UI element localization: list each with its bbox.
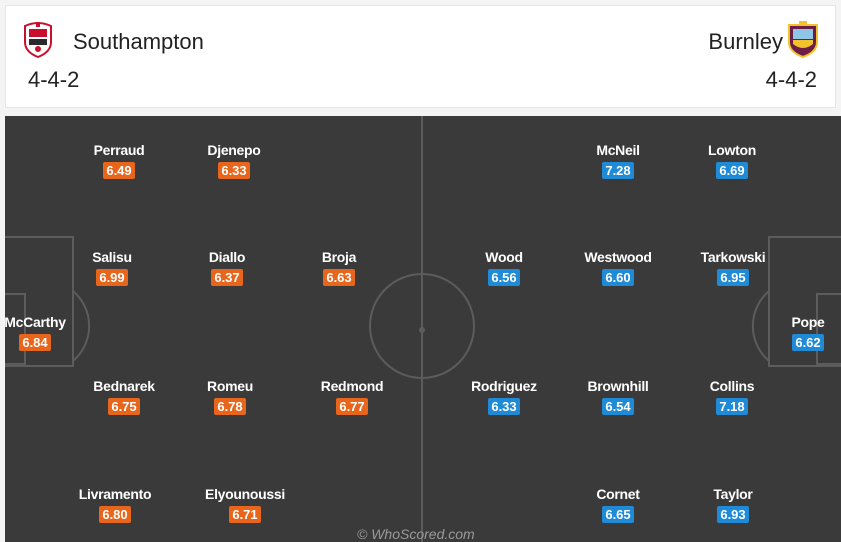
player-name: Livramento — [78, 486, 152, 502]
home-team-name[interactable]: Southampton — [73, 29, 204, 54]
player-name: Lowton — [708, 142, 756, 158]
player-name: Redmond — [320, 378, 384, 394]
home-formation: 4-4-2 — [28, 67, 80, 92]
player-name: Diallo — [208, 249, 246, 265]
away-formation: 4-4-2 — [765, 67, 817, 92]
home-player[interactable]: Salisu 6.99 — [52, 249, 172, 287]
player-rating: 6.54 — [602, 398, 634, 415]
away-player[interactable]: Wood 6.56 — [444, 249, 564, 287]
player-rating: 6.37 — [211, 269, 243, 286]
away-player[interactable]: Rodriguez 6.33 — [444, 378, 564, 416]
player-rating: 6.33 — [218, 162, 250, 179]
player-rating: 6.49 — [103, 162, 135, 179]
player-rating: 6.77 — [336, 398, 368, 415]
whoscored-watermark: © WhoScored.com — [357, 526, 475, 542]
player-rating: 7.28 — [602, 162, 634, 179]
player-rating: 6.75 — [108, 398, 140, 415]
home-player[interactable]: Elyounoussi 6.71 — [185, 486, 305, 524]
player-name: Tarkowski — [700, 249, 766, 265]
player-rating: 6.62 — [792, 334, 824, 351]
away-player[interactable]: Cornet 6.65 — [558, 486, 678, 524]
player-rating: 6.71 — [229, 506, 261, 523]
home-player[interactable]: Djenepo 6.33 — [174, 142, 294, 180]
player-name: Wood — [485, 249, 523, 265]
player-name: Elyounoussi — [205, 486, 285, 502]
player-name: Perraud — [93, 142, 145, 158]
home-player[interactable]: Perraud 6.49 — [59, 142, 179, 180]
player-name: Djenepo — [207, 142, 261, 158]
match-header: Southampton 4-4-2 Burnley 4-4-2 — [5, 5, 836, 108]
player-name: Taylor — [713, 486, 753, 502]
player-rating: 6.63 — [323, 269, 355, 286]
southampton-crest-icon[interactable] — [22, 20, 54, 58]
player-rating: 6.80 — [99, 506, 131, 523]
player-rating: 6.95 — [717, 269, 749, 286]
home-player[interactable]: Redmond 6.77 — [292, 378, 412, 416]
player-name: Salisu — [92, 249, 132, 265]
player-name: Broja — [321, 249, 357, 265]
away-player[interactable]: Lowton 6.69 — [672, 142, 792, 180]
away-player[interactable]: Westwood 6.60 — [558, 249, 678, 287]
player-name: Brownhill — [587, 378, 649, 394]
player-name: Collins — [709, 378, 755, 394]
player-rating: 6.56 — [488, 269, 520, 286]
player-rating: 6.60 — [602, 269, 634, 286]
away-player[interactable]: Brownhill 6.54 — [558, 378, 678, 416]
pitch-markings — [5, 116, 841, 542]
player-name: Romeu — [207, 378, 253, 394]
player-name: Cornet — [596, 486, 640, 502]
player-rating: 6.78 — [214, 398, 246, 415]
player-name: Westwood — [584, 249, 652, 265]
player-rating: 6.33 — [488, 398, 520, 415]
away-player[interactable]: Tarkowski 6.95 — [673, 249, 793, 287]
home-player[interactable]: Broja 6.63 — [279, 249, 399, 287]
home-player[interactable]: Livramento 6.80 — [55, 486, 175, 524]
home-player[interactable]: McCarthy 6.84 — [5, 314, 95, 352]
pitch: Perraud 6.49 Djenepo 6.33 Salisu 6.99 Di… — [5, 116, 841, 542]
player-rating: 7.18 — [716, 398, 748, 415]
player-rating: 6.93 — [717, 506, 749, 523]
burnley-crest-icon[interactable] — [787, 20, 819, 58]
player-name: Pope — [791, 314, 825, 330]
player-name: Bednarek — [93, 378, 155, 394]
away-player[interactable]: Taylor 6.93 — [673, 486, 793, 524]
away-player[interactable]: Pope 6.62 — [748, 314, 841, 352]
player-rating: 6.69 — [716, 162, 748, 179]
home-player[interactable]: Bednarek 6.75 — [64, 378, 184, 416]
away-team-name[interactable]: Burnley — [708, 29, 783, 54]
home-player[interactable]: Diallo 6.37 — [167, 249, 287, 287]
player-rating: 6.99 — [96, 269, 128, 286]
player-name: McCarthy — [5, 314, 66, 330]
home-player[interactable]: Romeu 6.78 — [170, 378, 290, 416]
player-rating: 6.84 — [19, 334, 51, 351]
away-player[interactable]: McNeil 7.28 — [558, 142, 678, 180]
player-name: McNeil — [596, 142, 640, 158]
player-rating: 6.65 — [602, 506, 634, 523]
player-name: Rodriguez — [471, 378, 537, 394]
away-player[interactable]: Collins 7.18 — [672, 378, 792, 416]
